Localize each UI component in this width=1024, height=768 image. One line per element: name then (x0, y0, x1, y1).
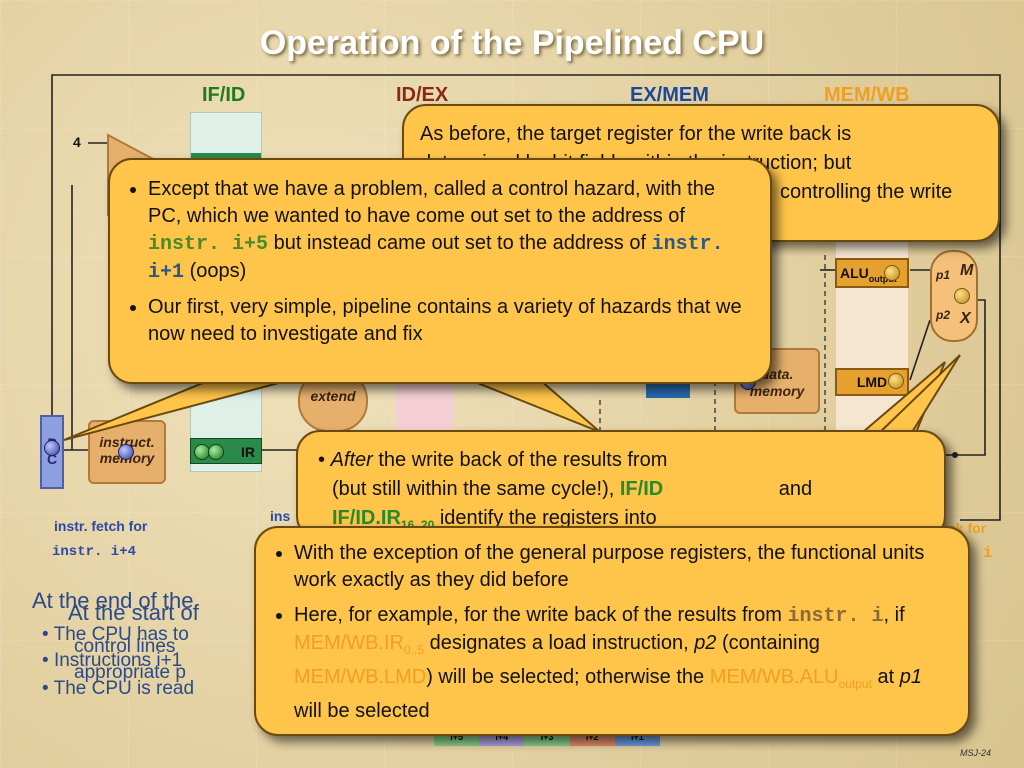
bg-text-line2: At the start of (68, 600, 199, 625)
stage-ex-mem: EX/MEM (630, 84, 709, 106)
callout-after-line3: IF/ID.IR16..20 identify the registers in… (318, 504, 928, 538)
callout-functional-units: With the exception of the general purpos… (254, 526, 970, 736)
callout-after-line2: (but still within the same cycle!), IF/I… (318, 475, 928, 504)
stage-mem-wb: MEM/WB (824, 84, 910, 106)
hazard-b2: Our first, very simple, pipeline contain… (148, 296, 742, 345)
after-line2a: (but still within the same cycle!), (332, 478, 620, 500)
data-memory-label: data. memory (749, 366, 805, 399)
after-line3b: identify the registers into (434, 507, 657, 529)
callout-control-hazard: Except that we have a problem, called a … (108, 158, 772, 384)
after-line2b: and (773, 478, 813, 500)
pc-feedback-wire (51, 74, 1001, 521)
units-b2-p1: p1 (899, 666, 923, 688)
alu-output-sub: output (868, 273, 897, 284)
stage-id-ex: ID/EX (396, 84, 449, 106)
caption-instr-fetch-target: instr. i+4 (52, 544, 137, 560)
mux-label-x: X (960, 310, 971, 327)
pc-value-dot (44, 440, 60, 456)
units-b2-part2: , if (883, 604, 905, 626)
ir-dot-2 (208, 444, 224, 460)
bg-bullet2: • Instructions i+1 (42, 650, 183, 671)
lmd-dot (888, 373, 904, 389)
alu-output-dot (884, 265, 900, 281)
slide-footer: MSJ-24 (960, 748, 992, 758)
slide-title: Operation of the Pipelined CPU (259, 24, 765, 62)
callout-main-tail (63, 379, 291, 441)
hazard-b1-part1: Except that we have a problem, called a … (148, 178, 715, 227)
units-b2-part1: Here, for example, for the write back of… (294, 604, 788, 626)
bg-bullet1b: control lines (74, 636, 176, 657)
callout-after-writeback: • After the write back of the results fr… (296, 430, 946, 540)
after-italic: After (330, 449, 373, 471)
callout-middle-pointer (469, 379, 601, 433)
imem-value-dot (118, 444, 134, 460)
bg-bullet3-text: The CPU is read (53, 678, 195, 699)
units-b2-reg2: MEM/WB.LMD (294, 666, 427, 688)
hazard-b1-code1: instr. i+5 (148, 233, 269, 256)
hazard-bullet-2: Our first, very simple, pipeline contain… (148, 294, 752, 348)
hazard-b1-part3: (oops) (184, 260, 247, 282)
caption-inst-fragment: ins (270, 508, 291, 524)
hazard-b1-code2: instr. i+1 (148, 233, 724, 284)
mux-label-m: M (960, 262, 974, 279)
units-b2-reg1: MEM/WB.IR (294, 632, 404, 654)
bg-bullet3: • The CPU is read (42, 678, 195, 699)
mux-select-dot (954, 288, 970, 304)
units-b2-part6: at (871, 666, 900, 688)
units-b2-code: instr. i (787, 605, 884, 628)
bg-bullet1-text: The CPU has to (53, 624, 189, 645)
after-ifid: IF/ID (619, 478, 664, 500)
after-part1: the write back of the results from (372, 449, 668, 471)
units-b2-p2: p2 (694, 632, 717, 654)
constant-four: 4 (73, 134, 81, 150)
bg-bullet2-text: Instructions i+1 (53, 650, 183, 671)
if-id-ir-label: IR (241, 444, 255, 460)
bg-bullet1: • The CPU has to (42, 624, 189, 645)
units-b2-part7: will be selected (294, 700, 430, 722)
mux-p2-wire (909, 319, 931, 381)
mux-label-p2: p2 (936, 308, 951, 322)
units-b2-reg3sub: output (838, 677, 872, 691)
units-b2-part4: (containing (716, 632, 820, 654)
units-b2-reg1sub: 0..5 (404, 643, 425, 657)
callout-target-line1: As before, the target register for the w… (420, 123, 852, 145)
alu-output-label: ALU (840, 265, 869, 281)
caption-writeback-instr: i (983, 544, 993, 562)
writeback-mux: M X p1 p2 (930, 250, 978, 342)
mux-label-p1: p1 (936, 268, 951, 282)
stage-if-id: IF/ID (202, 84, 246, 106)
callout-target-line3: controlling the write (780, 181, 953, 203)
lmd-label: LMD (856, 374, 888, 390)
after-line3a: IF/ID.IR (332, 507, 401, 529)
bg-text-line1: At the end of the (32, 588, 194, 613)
units-b2-part5: ) will be selected; otherwise the (426, 666, 710, 688)
hazard-bullet-1: Except that we have a problem, called a … (148, 176, 752, 286)
units-bullet-2: Here, for example, for the write back of… (294, 602, 950, 725)
caption-instr-fetch: instr. fetch for (54, 518, 148, 534)
units-b2-part3: designates a load instruction, (424, 632, 695, 654)
sign-extend-label: extend (310, 388, 356, 404)
callout-after-line1: • After the write back of the results fr… (318, 449, 668, 471)
units-b1: With the exception of the general purpos… (294, 542, 925, 591)
units-b2-reg3: MEM/WB.ALU (709, 666, 839, 688)
hazard-b1-part2: but instead came out set to the address … (268, 232, 652, 254)
units-bullet-1: With the exception of the general purpos… (294, 540, 950, 594)
bg-bullet2b: appropriate p (74, 662, 186, 683)
